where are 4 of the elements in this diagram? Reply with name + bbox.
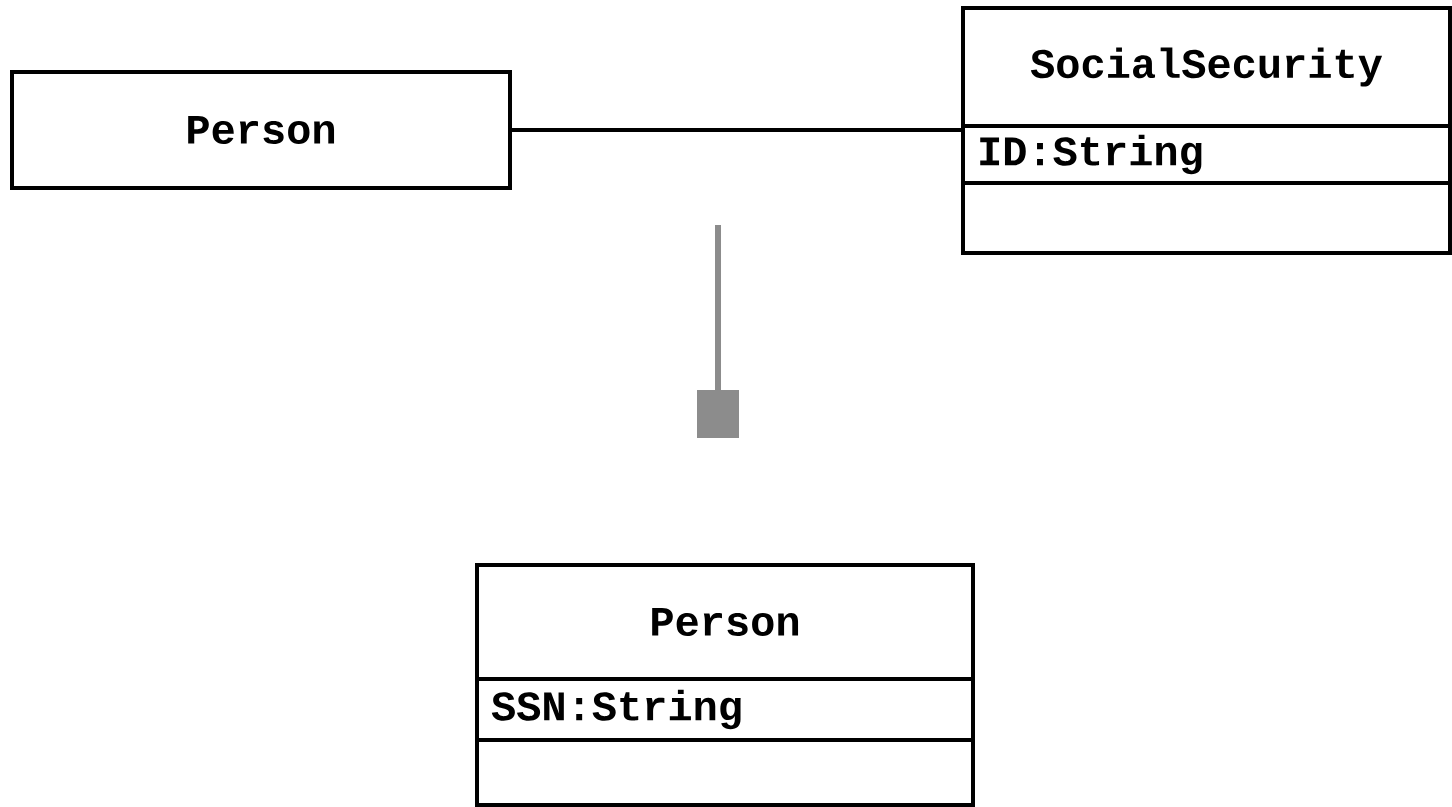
association-line — [512, 128, 961, 132]
class-box: Person SSN:String — [475, 563, 975, 807]
class-box: Person — [10, 70, 512, 190]
class-box: SocialSecurity ID:String — [961, 6, 1452, 255]
